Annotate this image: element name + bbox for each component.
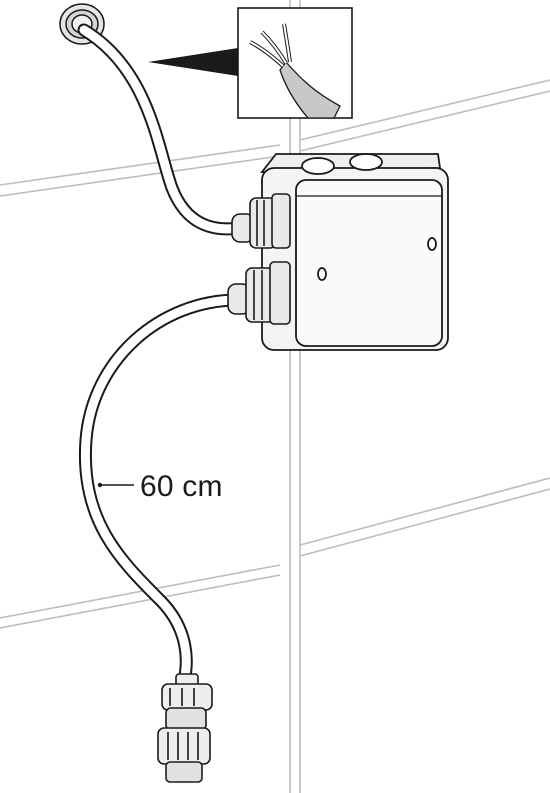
screw-icon (317, 267, 327, 281)
screw-icon (427, 237, 437, 251)
supply-cable (77, 23, 247, 236)
junction-box (260, 153, 449, 351)
upper-cable-gland (231, 193, 291, 249)
wire-detail-inset (237, 7, 353, 119)
lower-cable-gland (227, 261, 291, 325)
connector-cable (78, 293, 245, 687)
callout-pointer (148, 48, 238, 76)
cable-length-label: 60 cm (140, 470, 223, 503)
plug-connector (157, 673, 213, 783)
length-leader (97, 482, 134, 488)
